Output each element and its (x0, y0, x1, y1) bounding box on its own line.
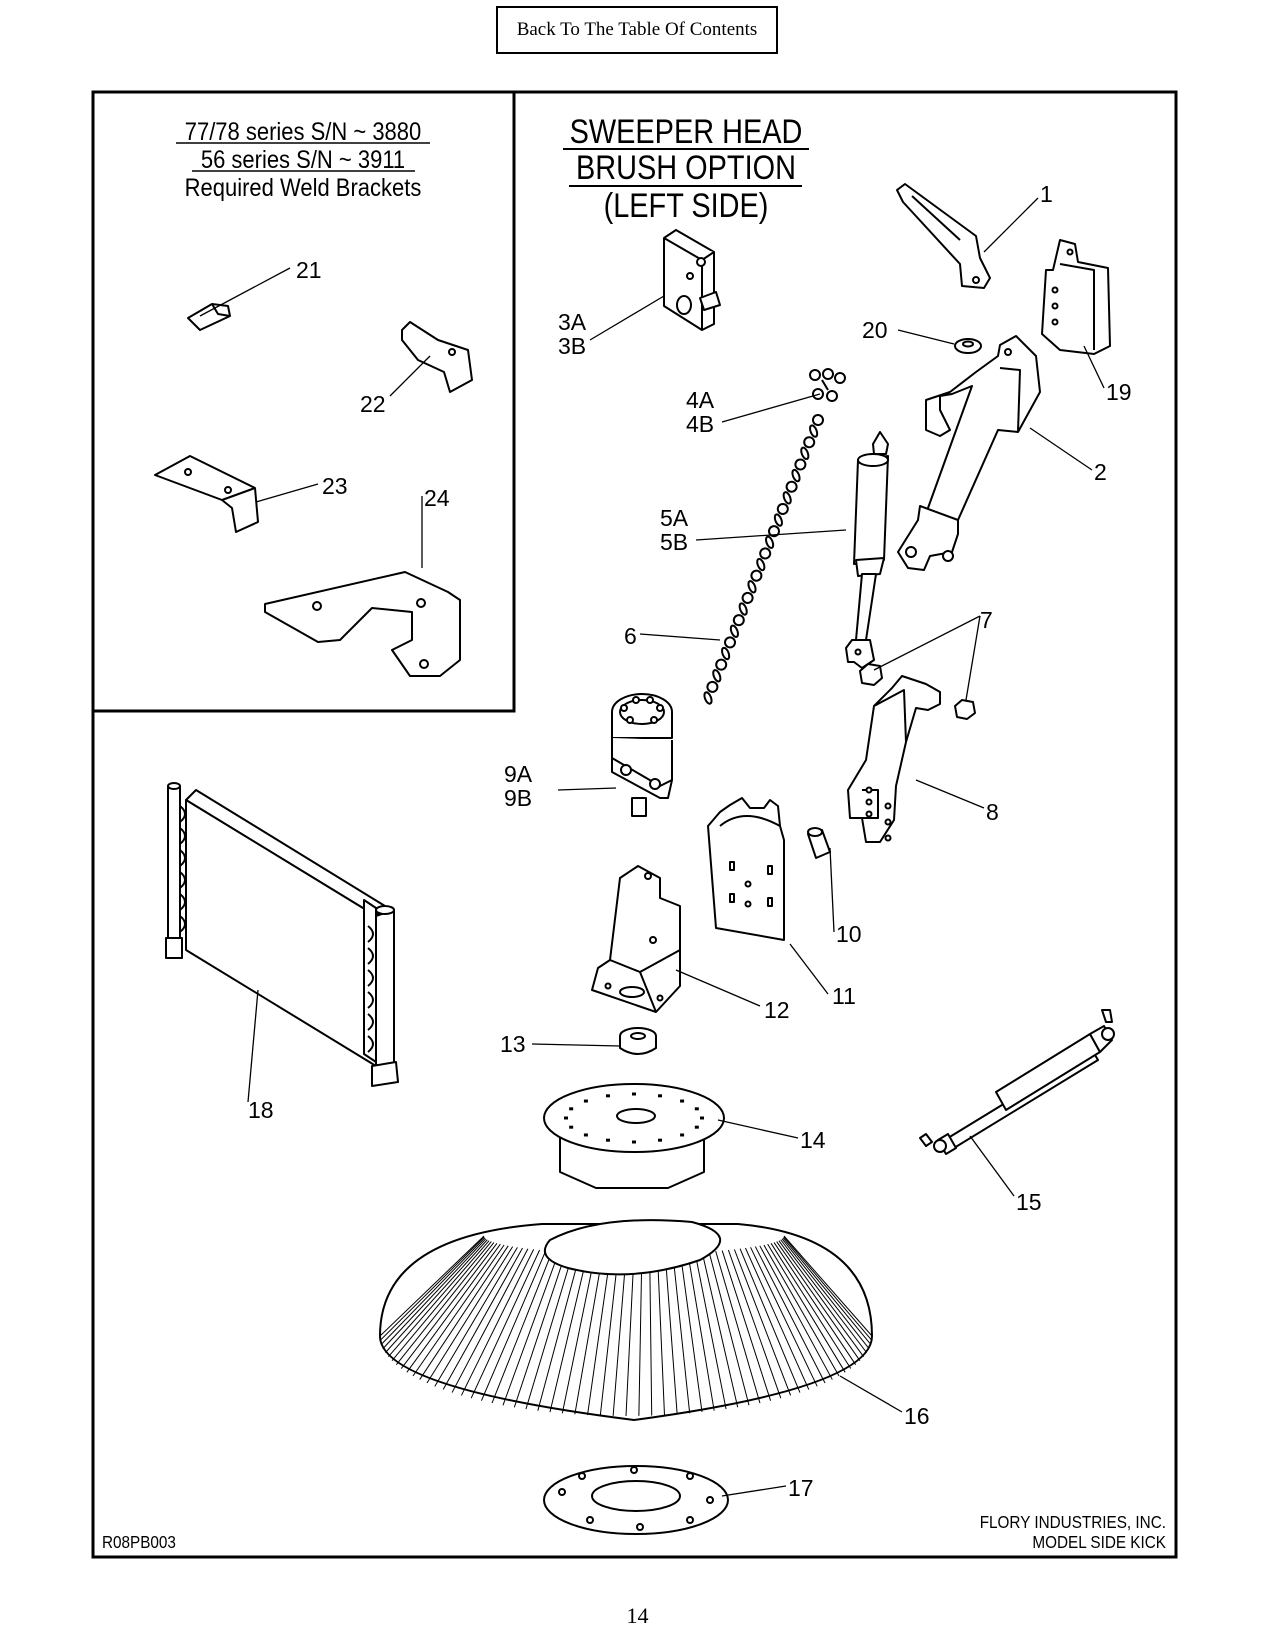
part-3-switch-box (663, 229, 721, 331)
leader-lines (199, 197, 1105, 1497)
part-12-motor-mount (591, 865, 681, 1013)
part-20-washer (954, 338, 982, 354)
callout-8: 8 (986, 799, 999, 825)
callout-10: 10 (836, 921, 862, 947)
inset-line-1: 77/78 series S/N ~ 3880 (185, 118, 421, 146)
callout-12: 12 (764, 997, 790, 1023)
part-2-arm-bracket (897, 335, 1041, 571)
part-11-mounting-plate (707, 797, 785, 941)
part-13-hub-collar (619, 1027, 657, 1055)
part-5-cylinder (845, 431, 889, 669)
callout-20: 20 (862, 317, 888, 343)
callout-4a: 4A (686, 387, 715, 413)
model-name: MODEL SIDE KICK (1032, 1532, 1166, 1552)
part-22-weld-bracket (401, 321, 473, 393)
part-4-shackle (809, 368, 846, 402)
part-14-brush-hub (543, 1083, 725, 1189)
callout-3a: 3A (558, 309, 587, 335)
callout-21: 21 (296, 257, 322, 283)
callout-24: 24 (424, 485, 450, 511)
callout-17: 17 (788, 1475, 814, 1501)
diagram-title: SWEEPER HEAD BRUSH OPTION (LEFT SIDE) (570, 112, 803, 225)
title-line-2: BRUSH OPTION (576, 148, 796, 187)
part-21-weld-tab (187, 303, 231, 331)
callout-3b: 3B (558, 333, 586, 359)
callout-4b: 4B (686, 411, 714, 437)
back-to-toc-button[interactable]: Back To The Table Of Contents (496, 6, 778, 54)
callout-1: 1 (1040, 181, 1053, 207)
callout-labels: 1 2 3A 3B 4A 4B 5A 5B 6 7 8 9A 9B 10 11 … (248, 181, 1132, 1501)
callout-9a: 9A (504, 761, 533, 787)
callout-9b: 9B (504, 785, 532, 811)
callout-2: 2 (1094, 459, 1107, 485)
drawing-number: R08PB003 (102, 1532, 176, 1552)
title-line-1: SWEEPER HEAD (570, 112, 803, 151)
callout-18: 18 (248, 1097, 274, 1123)
callout-11: 11 (832, 983, 856, 1009)
callout-6: 6 (624, 623, 637, 649)
page-number: 14 (626, 1603, 649, 1628)
callout-5a: 5A (660, 505, 689, 531)
inset-heading: 77/78 series S/N ~ 3880 56 series S/N ~ … (185, 118, 422, 202)
company-name: FLORY INDUSTRIES, INC. (980, 1512, 1166, 1532)
part-8-arm-link (847, 675, 941, 843)
callout-14: 14 (800, 1127, 826, 1153)
title-line-3: (LEFT SIDE) (604, 186, 769, 225)
callout-22: 22 (360, 391, 386, 417)
part-19-bracket (1041, 239, 1111, 355)
callout-7: 7 (980, 607, 993, 633)
part-10-spacer (807, 827, 831, 859)
part-18-brush-shield (165, 782, 399, 1087)
callout-23: 23 (322, 473, 348, 499)
part-24-mount-bracket (264, 571, 461, 677)
callout-19: 19 (1106, 379, 1132, 405)
part-9-hydraulic-motor (611, 693, 673, 817)
part-17-flange-plate (543, 1465, 729, 1535)
callout-16: 16 (904, 1403, 930, 1429)
inset-frame (91, 90, 516, 713)
outer-frame (91, 90, 1178, 1559)
part-6-chain (703, 414, 824, 705)
inset-line-3: Required Weld Brackets (185, 174, 422, 202)
part-23-weld-plate (154, 455, 259, 533)
part-16-brush (379, 1223, 873, 1421)
part-15-gas-strut (919, 1009, 1115, 1155)
callout-15: 15 (1016, 1189, 1042, 1215)
callout-13: 13 (500, 1031, 526, 1057)
part-1-strap (896, 183, 991, 289)
inset-line-2: 56 series S/N ~ 3911 (201, 146, 405, 174)
callout-5b: 5B (660, 529, 688, 555)
